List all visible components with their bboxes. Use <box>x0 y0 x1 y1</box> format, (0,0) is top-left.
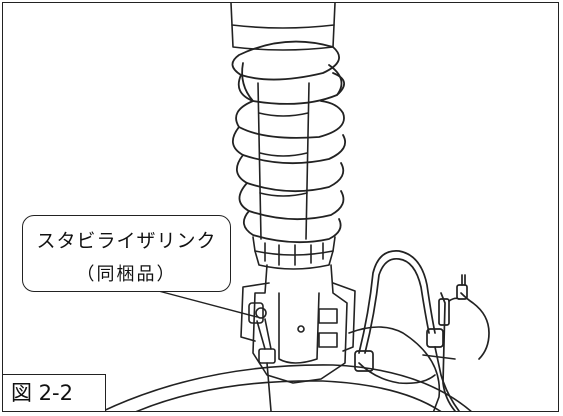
callout-part-name: スタビライザリンク <box>36 230 217 252</box>
damper-upper-body <box>230 3 336 51</box>
shock-body <box>257 82 310 240</box>
spring-seat <box>252 236 336 270</box>
callout-label-box: スタビライザリンク （同梱品） <box>22 215 231 292</box>
figure-frame: スタビライザリンク （同梱品） 図 2-2 <box>2 2 559 412</box>
knuckle-bracket <box>240 264 356 384</box>
suspension-line-drawing <box>101 3 490 411</box>
coil-spring <box>231 40 347 244</box>
brake-disc <box>101 326 472 411</box>
stabilizer-link <box>248 302 276 411</box>
callout-leader-line <box>150 288 258 318</box>
figure-number-label: 図 2-2 <box>3 374 106 411</box>
callout-part-note: （同梱品） <box>76 264 177 285</box>
